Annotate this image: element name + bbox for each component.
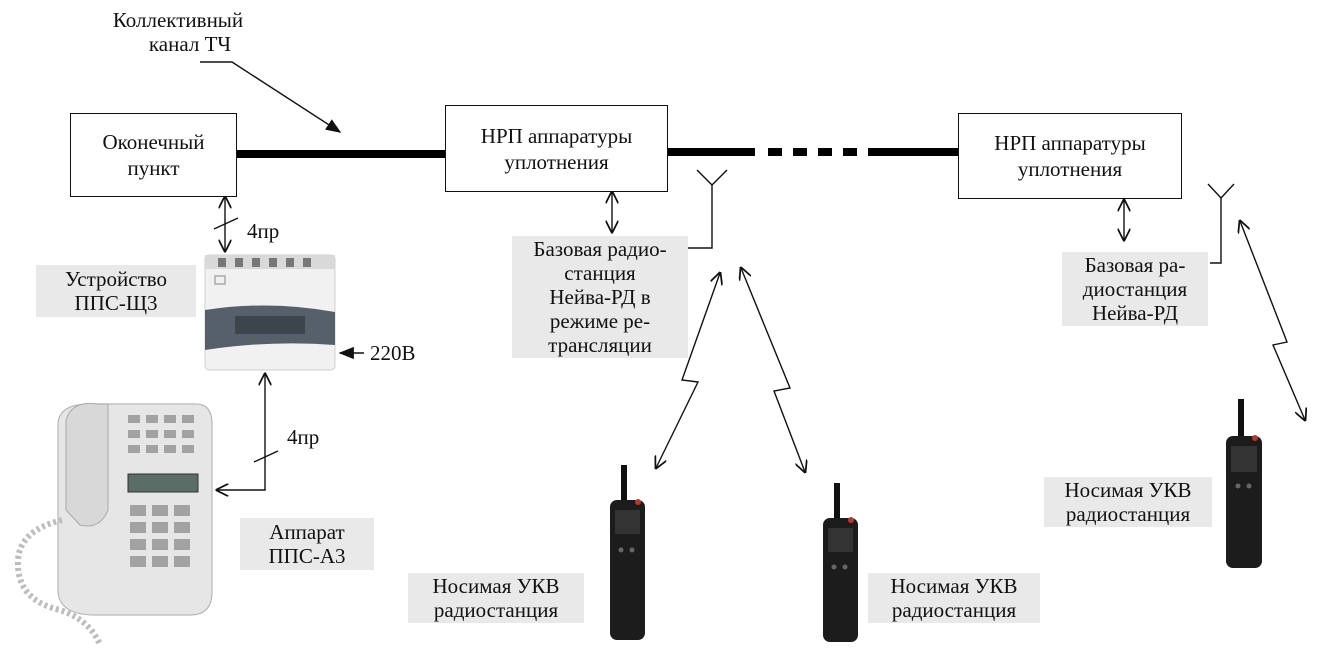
portable-radio-right-label: Носимая УКВ радиостанция xyxy=(1044,477,1212,527)
terminal-point-line2: пункт xyxy=(127,156,180,180)
portable-radio-image xyxy=(610,465,645,640)
portable-mid-line2: радиостанция xyxy=(891,598,1017,622)
nrp2-line1: НРП аппаратуры xyxy=(994,131,1146,155)
base1-line2: станция xyxy=(564,261,636,285)
phone-device-image xyxy=(14,402,213,647)
base-station-1-label: Базовая радио- станция Нейва-РД в режиме… xyxy=(512,236,688,358)
base1-line5: трансляции xyxy=(548,333,652,357)
ppsh3-device-image xyxy=(204,254,336,371)
portable-right-line1: Носимая УКВ xyxy=(1064,478,1192,502)
portable-mid-line1: Носимая УКВ xyxy=(890,574,1018,598)
nrp1-line2: уплотнения xyxy=(504,149,609,174)
trunk-channel-label: Коллективный канал ТЧ xyxy=(78,8,278,56)
base2-line3: Нейва-РД xyxy=(1091,301,1179,325)
terminal-point-line1: Оконечный xyxy=(102,130,205,154)
ppsh3-label-line2: ППС-Щ3 xyxy=(74,291,158,315)
link-bottom-tick xyxy=(253,450,279,463)
trunk-leader-arrow xyxy=(200,61,342,133)
portable-radio-image xyxy=(1226,399,1262,568)
nrp1-line1: НРП аппаратуры xyxy=(480,123,633,148)
portable-radio-image xyxy=(823,483,858,642)
portable-left-line2: радиостанция xyxy=(433,598,559,622)
base2-line2: диостанция xyxy=(1082,277,1188,301)
radio-link-right xyxy=(1240,221,1305,420)
portable-radio-mid-label: Носимая УКВ радиостанция xyxy=(868,573,1040,623)
link-top-label: 4пр xyxy=(247,219,280,243)
nrp2-line2: уплотнения xyxy=(1017,157,1123,181)
link-top-tick xyxy=(213,217,239,230)
trunk-channel-label-line1: Коллективный xyxy=(112,8,244,32)
portable-radio-left-label: Носимая УКВ радиостанция xyxy=(408,573,584,623)
portable-left-line1: Носимая УКВ xyxy=(432,574,560,598)
base2-line1: Базовая ра- xyxy=(1084,253,1186,277)
ppsh3-label: Устройство ППС-Щ3 xyxy=(36,265,196,317)
base-station-2-label: Базовая ра- диостанция Нейва-РД xyxy=(1062,252,1208,326)
link-bottom-label: 4пр xyxy=(287,425,320,449)
base1-line4: режиме ре- xyxy=(549,309,651,333)
radio-link-left xyxy=(656,273,720,468)
base1-line1: Базовая радио- xyxy=(533,237,667,261)
base1-line3: Нейва-РД в xyxy=(549,285,651,309)
trunk-channel-label-line2: канал ТЧ xyxy=(148,32,232,56)
radio-link-mid xyxy=(741,268,805,472)
ppsa3-label-line1: Аппарат xyxy=(269,520,345,544)
antenna-icon xyxy=(680,169,728,249)
antenna-icon xyxy=(1207,183,1235,264)
power-label: 220В xyxy=(370,341,416,365)
ppsh3-label-line1: Устройство xyxy=(64,267,168,291)
ppsa3-label-line2: ППС-А3 xyxy=(268,544,346,568)
portable-right-line2: радиостанция xyxy=(1065,502,1191,526)
ppsa3-label: Аппарат ППС-А3 xyxy=(240,518,374,570)
ppsh3-to-phone-arrow xyxy=(217,374,265,490)
